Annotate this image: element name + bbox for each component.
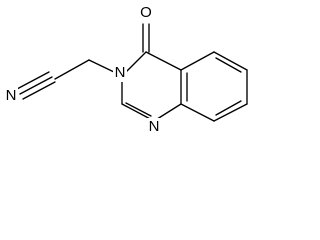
ring-nitrogen-top-atom-label: N: [115, 64, 126, 81]
nitrile-bond-2: [22, 81, 56, 100]
c4-c4a-bond: [145, 51, 182, 71]
ring-nitrogen-bottom-atom-label: N: [149, 118, 160, 135]
nitrile-nitrogen-atom-label: N: [6, 87, 17, 104]
benzo-bond-1: [180, 51, 215, 71]
benzo-bond-4: [213, 103, 248, 122]
chemical-structure-diagram: O N N N: [0, 0, 253, 136]
benzo-inner-double-bond-2: [215, 100, 242, 116]
benzo-bond-5: [180, 103, 215, 122]
oxygen-label-background: [139, 4, 153, 22]
ring-nitrogen-bottom-label-background: [147, 118, 161, 136]
oxygen-atom-label: O: [140, 4, 152, 21]
ring-nitrogen-top-label-background: [113, 64, 127, 82]
benzo-inner-double-bond-1: [215, 57, 242, 73]
quinazolinone-acetonitrile-structure: O N N N: [4, 4, 248, 136]
c2-n1-inner-double-bond: [125, 102, 152, 117]
nitrile-nitrogen-label-background: [4, 87, 18, 105]
methylene-bond: [54, 59, 90, 80]
nitrile-bond-1: [19, 76, 53, 95]
benzo-bond-2: [213, 51, 248, 71]
ring-n-substituent-bond: [88, 59, 117, 74]
nitrile-bond-3: [16, 71, 50, 90]
